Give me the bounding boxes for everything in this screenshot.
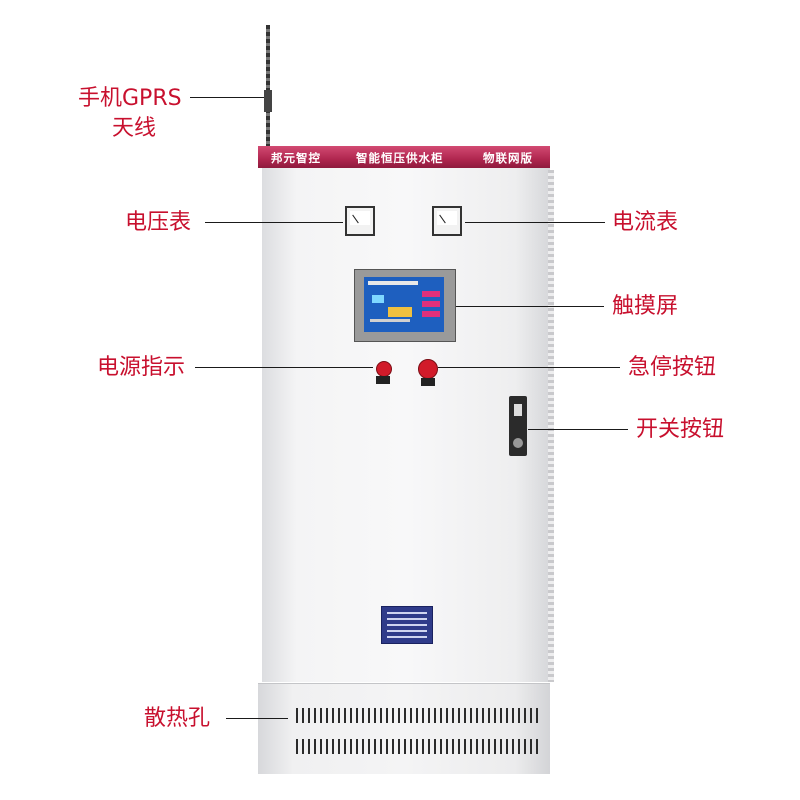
leader-touchscreen	[456, 306, 604, 307]
voltmeter	[345, 206, 375, 236]
power-indicator-base	[376, 376, 390, 384]
header-edition: 物联网版	[483, 151, 533, 165]
leader-antenna	[190, 97, 264, 98]
leader-power-indicator	[195, 367, 373, 368]
header-brand: 邦元智控	[271, 151, 321, 165]
header-title: 智能恒压供水柜	[356, 151, 444, 165]
label-vent: 散热孔	[144, 706, 211, 731]
gprs-antenna	[266, 25, 270, 149]
cabinet-door	[262, 168, 550, 682]
nameplate	[381, 606, 433, 644]
leader-ammeter	[465, 222, 605, 223]
ammeter	[432, 206, 462, 236]
label-touchscreen: 触摸屏	[612, 294, 679, 319]
cabinet-header-strip	[258, 146, 550, 168]
vent-slots-top	[296, 708, 538, 723]
cabinet-base	[258, 684, 550, 774]
leader-emergency-stop	[438, 367, 620, 368]
vent-slots-bottom	[296, 739, 538, 754]
cabinet-side-vent	[548, 170, 554, 682]
power-switch-handle[interactable]	[509, 396, 527, 456]
label-power-indicator: 电源指示	[97, 355, 186, 380]
emergency-stop-button[interactable]	[418, 359, 438, 379]
label-ammeter: 电流表	[612, 210, 679, 235]
leader-vent	[226, 718, 288, 719]
label-voltmeter: 电压表	[125, 210, 192, 235]
leader-voltmeter	[205, 222, 343, 223]
touchscreen-display[interactable]	[364, 277, 444, 332]
label-emergency-stop: 急停按钮	[628, 355, 717, 380]
antenna-coil	[264, 90, 272, 112]
label-power-switch: 开关按钮	[636, 417, 725, 442]
emergency-stop-base	[421, 378, 435, 386]
leader-power-switch	[528, 429, 628, 430]
power-indicator-lamp	[376, 361, 392, 377]
label-antenna-line1: 手机GPRS	[78, 86, 182, 111]
label-antenna-line2: 天线	[112, 116, 157, 141]
